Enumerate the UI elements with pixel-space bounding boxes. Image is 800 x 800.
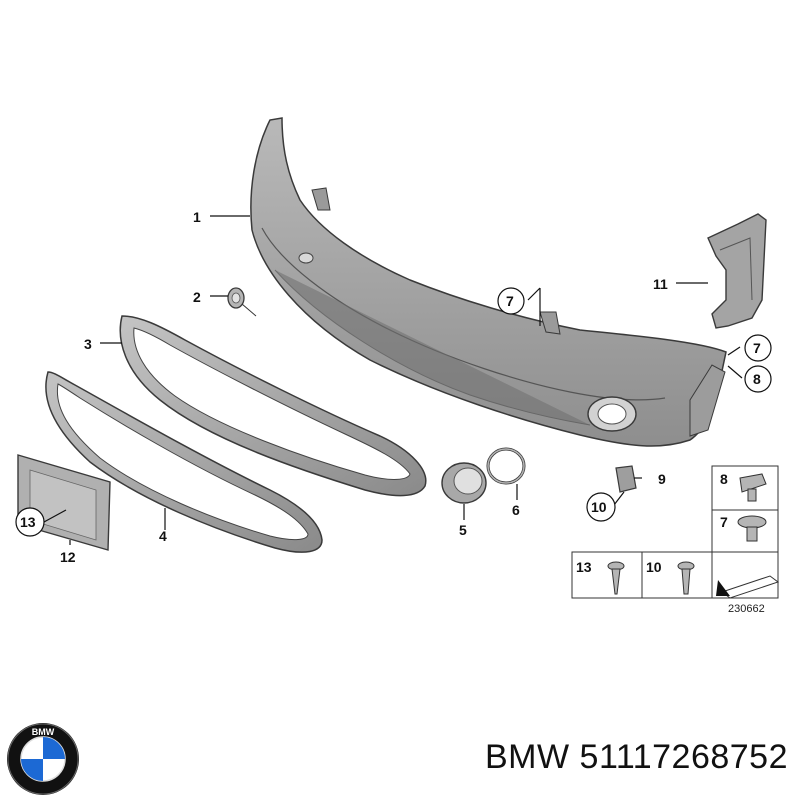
- callout-label: 7: [506, 293, 514, 309]
- legend-label-7: 7: [720, 514, 728, 530]
- callout-label: 4: [159, 528, 167, 544]
- callout-label: 3: [84, 336, 92, 352]
- bmw-logo-icon: BMW: [7, 723, 79, 795]
- callout-1: 1: [193, 209, 201, 225]
- callout-7-top: 7: [497, 287, 525, 315]
- part-caption: BMW 51117268752: [485, 738, 788, 777]
- lower-grille-frame-part: [45, 371, 323, 553]
- part-number: 51117268752: [579, 738, 788, 776]
- callout-13: 13: [15, 507, 45, 537]
- screw-icon-10: [677, 561, 695, 595]
- push-clip-icon: [737, 515, 767, 542]
- legend-label-8: 8: [720, 471, 728, 487]
- callout-8: 8: [744, 365, 772, 393]
- brand-name: BMW: [484, 738, 570, 776]
- callout-label: 10: [591, 499, 607, 515]
- callout-10: 10: [586, 492, 616, 522]
- callout-label: 7: [753, 340, 761, 356]
- callout-3: 3: [84, 336, 92, 352]
- callout-label: 1: [193, 209, 201, 225]
- callout-2: 2: [193, 289, 201, 305]
- callout-label: 12: [60, 549, 76, 565]
- direction-arrow-icon: [716, 575, 780, 599]
- callout-label: 2: [193, 289, 201, 305]
- callout-5: 5: [459, 522, 467, 538]
- diagram-code: 230662: [728, 603, 765, 615]
- callout-7-right: 7: [744, 334, 772, 362]
- legend-label-13: 13: [576, 559, 592, 575]
- expanding-rivet-icon: [739, 473, 767, 502]
- legend-label-10: 10: [646, 559, 662, 575]
- callout-label: 11: [653, 276, 668, 292]
- callout-9: 9: [658, 471, 666, 487]
- bumper-cover-part: [250, 117, 727, 447]
- clip-part: [615, 465, 637, 493]
- callout-4: 4: [159, 528, 167, 544]
- screw-icon-13: [607, 561, 625, 595]
- callout-label: 6: [512, 502, 520, 518]
- callout-12: 12: [60, 549, 76, 565]
- logo-lettering: BMW: [32, 727, 55, 737]
- plug-part: [227, 287, 257, 317]
- trim-ring-part: [486, 447, 526, 485]
- callout-11: 11: [653, 276, 668, 292]
- fog-light-ring-part: [441, 462, 487, 504]
- callout-label: 13: [20, 514, 36, 530]
- upper-grille-frame-part: [119, 315, 427, 497]
- callout-label: 8: [753, 371, 761, 387]
- leader-lines: [43, 215, 743, 545]
- footer: BMW BMW 51117268752: [0, 700, 800, 800]
- bracket-part: [707, 213, 767, 329]
- callout-label: 5: [459, 522, 467, 538]
- callout-6: 6: [512, 502, 520, 518]
- callout-label: 9: [658, 471, 666, 487]
